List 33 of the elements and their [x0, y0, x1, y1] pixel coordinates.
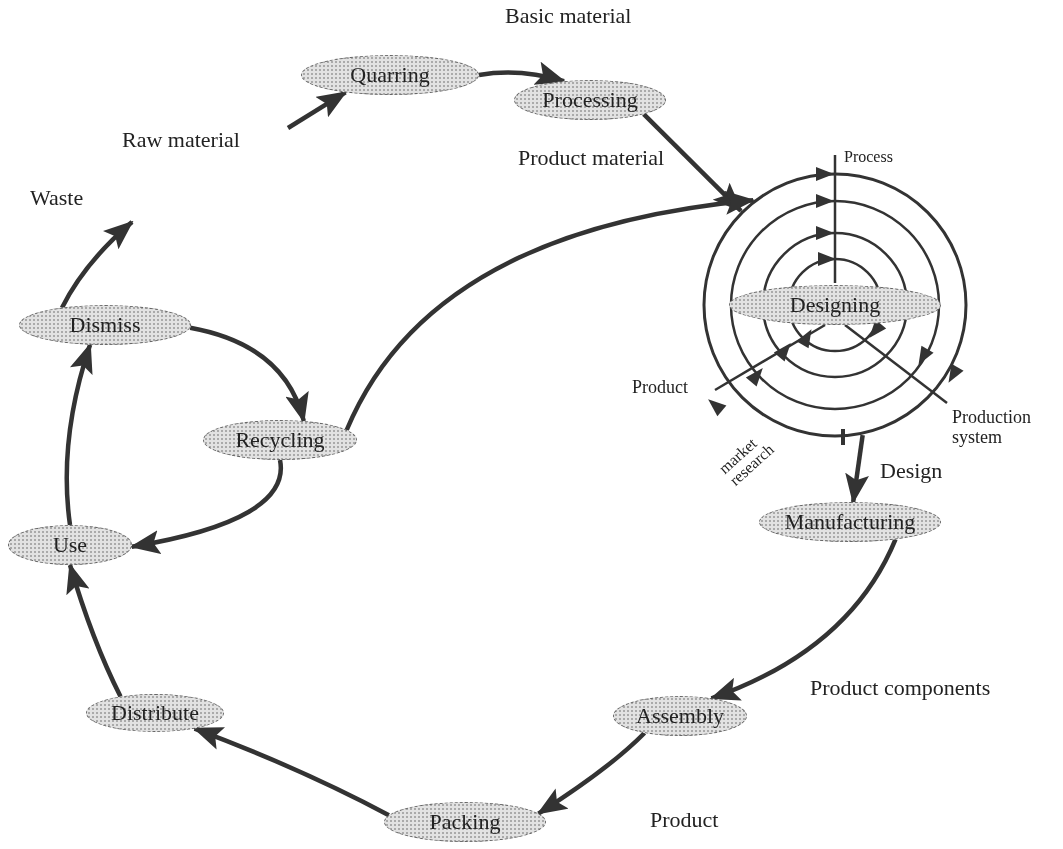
process-ellipse: Quarring — [301, 55, 479, 95]
process-ellipse: Assembly — [613, 696, 747, 736]
edge-label: Basic material — [505, 4, 632, 29]
flow-arrow — [536, 731, 647, 816]
flow-arrow — [286, 90, 348, 130]
edge-label: Waste — [30, 186, 84, 211]
dimension-label: Product — [632, 378, 688, 398]
edge-label: Product — [650, 808, 719, 833]
flow-arrow — [192, 726, 390, 818]
process-ellipse: Processing — [514, 80, 666, 120]
flow-arrow — [64, 342, 93, 526]
process-ellipse: Manufacturing — [759, 502, 941, 542]
edge-label: Product material — [518, 146, 664, 171]
flow-arrow — [189, 325, 308, 423]
flow-arrow — [60, 220, 134, 309]
flow-arrow — [478, 62, 566, 86]
dimension-label: Process — [844, 148, 893, 166]
process-ellipse: Use — [8, 525, 132, 565]
dimension-label: Production system — [952, 408, 1032, 448]
flow-arrow — [129, 459, 283, 554]
flow-arrow — [344, 191, 756, 431]
edge-label: Product components — [810, 676, 991, 701]
process-ellipse: Designing — [729, 285, 941, 325]
edge-label: Design — [880, 459, 943, 484]
flow-arrow — [709, 538, 898, 701]
flow-arrow — [845, 434, 869, 504]
process-ellipse: Dismiss — [19, 305, 191, 345]
edge-label: Raw material — [122, 128, 240, 153]
process-ellipse: Distribute — [86, 694, 224, 732]
process-ellipse: Packing — [384, 802, 546, 842]
flow-arrow — [642, 112, 743, 213]
flow-arrow — [66, 563, 123, 698]
process-ellipse: Recycling — [203, 420, 357, 460]
